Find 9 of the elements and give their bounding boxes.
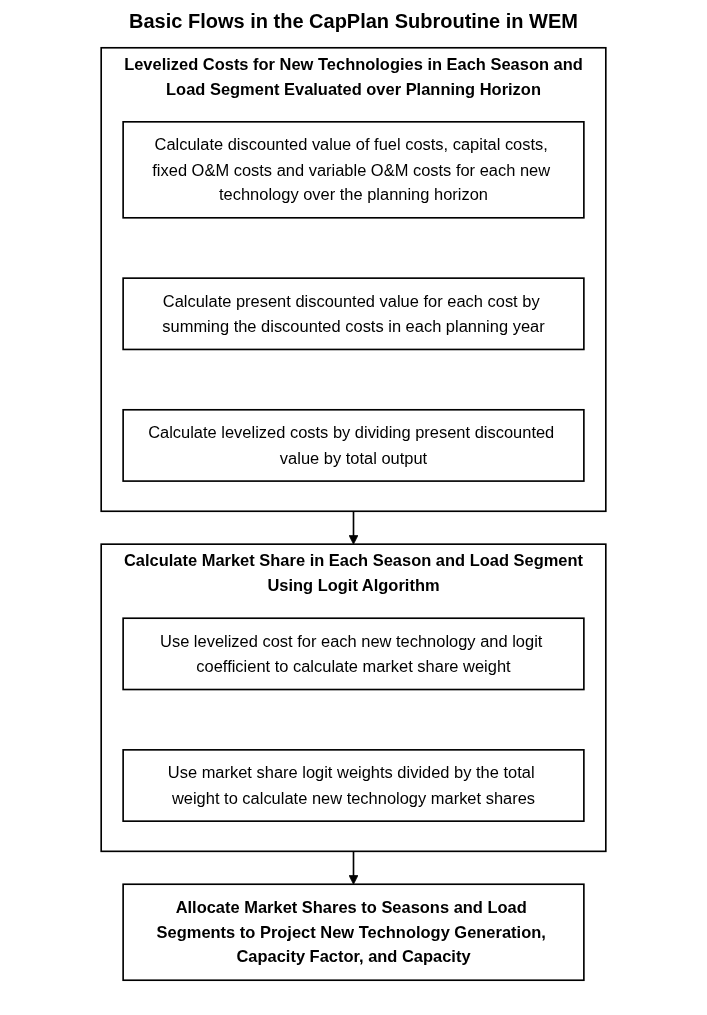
node-box: Use levelized cost for each new technology and logit coefficient to calculate market share weight <box>122 617 585 691</box>
node-box: Calculate levelized costs by dividing present discounted value by total output <box>122 408 585 482</box>
arrow <box>348 510 359 545</box>
arrow <box>348 850 359 885</box>
node-box: Allocate Market Shares to Seasons and Load Segments to Project New Technology Generation, Capacity Factor, and Capacity <box>122 883 585 982</box>
node-box: Calculate discounted value of fuel costs, capital costs, fixed O&M costs and variable O&M costs for each new technology over the planning horizon <box>122 121 585 219</box>
diagram-title: Basic Flows in the CapPlan Subroutine in WEM <box>128 10 579 33</box>
node-box: Use market share logit weights divided by the total weight to calculate new technology market shares <box>122 749 585 822</box>
node-box: Calculate present discounted value for each cost by summing the discounted costs in each planning year <box>122 277 585 351</box>
